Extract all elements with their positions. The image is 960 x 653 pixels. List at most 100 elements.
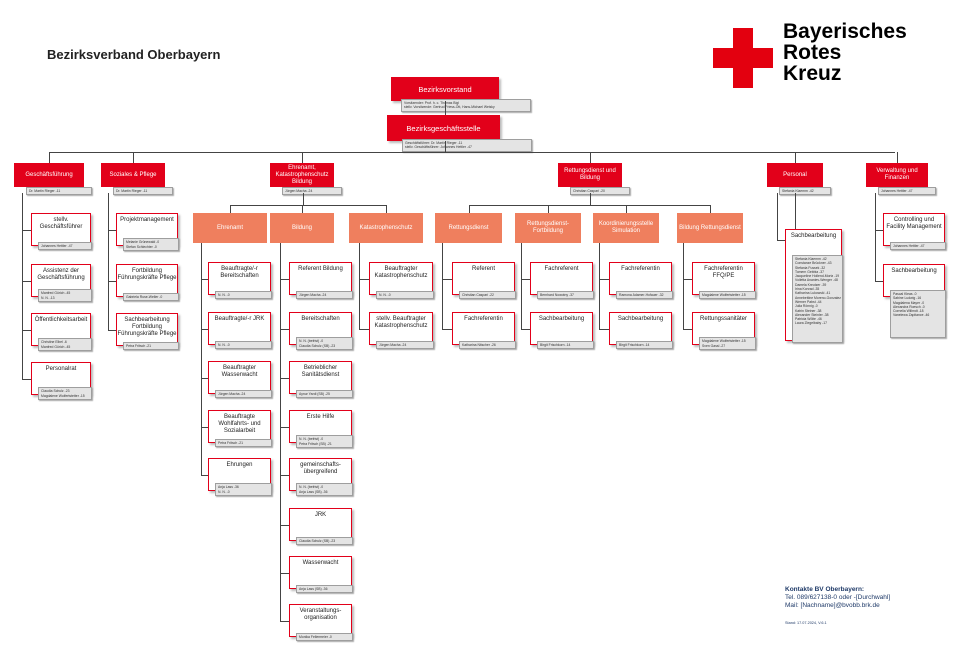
logo-line: Rotes xyxy=(783,41,842,64)
position-card: Veranstaltungs-organisation xyxy=(289,604,352,637)
card-title: Betrieblicher Sanitätsdienst xyxy=(301,365,340,378)
card-title: stellv. Geschäftsführer xyxy=(39,217,83,230)
connector-line xyxy=(795,152,796,163)
department-head: Christian Caspari -20 xyxy=(570,187,630,196)
box-bezirksvorstand: Bezirksvorstand xyxy=(391,77,499,101)
connector-line xyxy=(201,474,208,476)
people-list: N. N. -0 xyxy=(376,291,434,300)
people-list: Johannes Hettler -47 xyxy=(890,242,946,251)
department-head: Jürgen Macha -24 xyxy=(282,187,342,196)
people-list: Aynur Yardi (SB) -25 xyxy=(296,390,353,399)
connector-line xyxy=(280,474,289,476)
connector-line xyxy=(108,329,116,331)
connector-line xyxy=(201,328,208,330)
position-card: Controlling und Facility Management xyxy=(883,213,945,246)
person-entry: Jürgen Macha -24 xyxy=(379,343,407,347)
connector-line xyxy=(201,377,208,379)
people-list: Jürgen Macha -24 xyxy=(215,390,272,399)
connector-line xyxy=(302,152,303,163)
connector-line xyxy=(897,152,898,163)
connector-line xyxy=(445,141,446,152)
connector-line xyxy=(108,193,109,330)
card-title: stellv. Beauftragter Katastrophenschutz xyxy=(374,316,428,329)
connector-line xyxy=(22,280,31,282)
connector-line xyxy=(599,278,609,280)
person-entry: Pascal Kleas -0 xyxy=(893,292,917,296)
position-card: Wasserwacht xyxy=(289,556,352,589)
position-card: Fortbildung Führungskräfte Pflege xyxy=(116,264,178,297)
card-title: Beauftragte Wohlfahrts- und Sozialarbeit xyxy=(218,414,261,434)
connector-line xyxy=(442,243,443,329)
connector-line xyxy=(230,205,231,213)
card-title: Fortbildung Führungskräfte Pflege xyxy=(117,268,177,281)
card-title: Beauftragte/-r JRK xyxy=(214,316,265,322)
card-title: Personalrat xyxy=(45,366,77,372)
card-title: Sachbearbeitung xyxy=(790,233,837,239)
person-entry: Alexandra Roesch -0 xyxy=(893,304,925,309)
person-entry: N. N. (befrist) -0 xyxy=(299,485,324,490)
connector-line xyxy=(521,328,530,330)
card-title: JRK xyxy=(314,512,327,518)
person-entry: Petra Fritsch (SB) -21 xyxy=(299,441,332,446)
connector-line xyxy=(280,278,289,280)
person-entry: Aynur Yardi (SB) -25 xyxy=(299,392,330,396)
connector-line xyxy=(875,193,876,281)
people-list: Gabriela Ruse-Weller -0 xyxy=(123,293,179,302)
card-title: gemeinschafts-übergreifend xyxy=(300,462,341,475)
person-entry: Anja Lass (SB) -36 xyxy=(299,587,328,591)
red-cross-icon xyxy=(713,28,773,88)
department-box: Rettungsdienst und Bildung xyxy=(558,163,622,187)
position-card: Referent Bildung xyxy=(289,262,352,295)
person-entry: Christine Elbel -6 xyxy=(41,340,67,345)
person-entry: Manfred Gürich -45 xyxy=(41,344,71,349)
person-entry: Tomern Gebbia -37 xyxy=(795,269,825,274)
people-list: Monika Fellermeier -0 xyxy=(296,633,353,642)
people-list: Christian Caspari -22 xyxy=(459,291,516,300)
people-list: Birgit Frischkorn -14 xyxy=(537,341,594,350)
people-list: Birgit Frischkorn -14 xyxy=(616,341,673,350)
person-entry: Claudia Schulz (SB) -23 xyxy=(299,343,336,348)
person-entry: Jürgen Macha -24 xyxy=(285,189,313,193)
connector-line xyxy=(108,229,116,231)
department-head: Dr. Martin Rieger -11 xyxy=(26,187,92,196)
card-title: Fachreferentin xyxy=(621,266,660,272)
people-list: Jürgen Macha -24 xyxy=(376,341,434,350)
contact-heading: Kontakte BV Oberbayern: xyxy=(785,586,865,593)
card-title: Controlling und Facility Management xyxy=(886,217,942,230)
person-entry: N. N. -0 xyxy=(218,343,230,347)
position-card: Sachbearbeitung Fortbildung Führungskräf… xyxy=(116,313,178,346)
sub-department-box: Koordinierungsstelle Simulation xyxy=(593,213,659,243)
position-card: Fachreferentin FFQ/PE xyxy=(692,262,755,295)
person-entry: Bernhard Nowotny -37 xyxy=(540,293,574,297)
card-title: Fachreferentin xyxy=(464,316,503,322)
connector-line xyxy=(590,193,591,205)
person-entry: stellv. Geschäftsführer: Johannes Hettle… xyxy=(405,145,472,150)
position-card: Beauftragter Wasserwacht xyxy=(208,361,271,394)
position-card: Beauftragte/-r JRK xyxy=(208,312,271,345)
contact-block: Kontakte BV Oberbayern: Tel. 089/627138-… xyxy=(785,586,890,610)
position-card: Beauftragter Katastrophenschutz xyxy=(369,262,433,295)
connector-line xyxy=(875,280,883,282)
connector-line xyxy=(201,243,202,475)
version-stamp: Stand: 17.07.2024, V.6.1 xyxy=(785,621,827,625)
connector-line xyxy=(599,243,600,329)
person-entry: Vanelewa Zapitance -46 xyxy=(893,313,930,318)
person-entry: Irina Konrad -35 xyxy=(795,287,820,292)
person-entry: Cornelia Willmdt -18 xyxy=(893,309,924,314)
person-entry: Sabine Ludwig -16 xyxy=(893,296,922,301)
person-entry: Stefania Fussek -32 xyxy=(795,265,826,270)
connector-line xyxy=(521,278,530,280)
people-list: N. N. -0 xyxy=(215,291,272,300)
connector-line xyxy=(108,280,116,282)
person-entry: Petra Fritsch -21 xyxy=(126,344,152,348)
person-entry: Manfred Gürich -45 xyxy=(41,291,71,296)
connector-line xyxy=(710,205,711,213)
connector-line xyxy=(469,205,710,206)
person-entry: Monika Fellermeier -0 xyxy=(299,635,332,639)
person-entry: Katharina Nitscher -26 xyxy=(462,343,496,347)
